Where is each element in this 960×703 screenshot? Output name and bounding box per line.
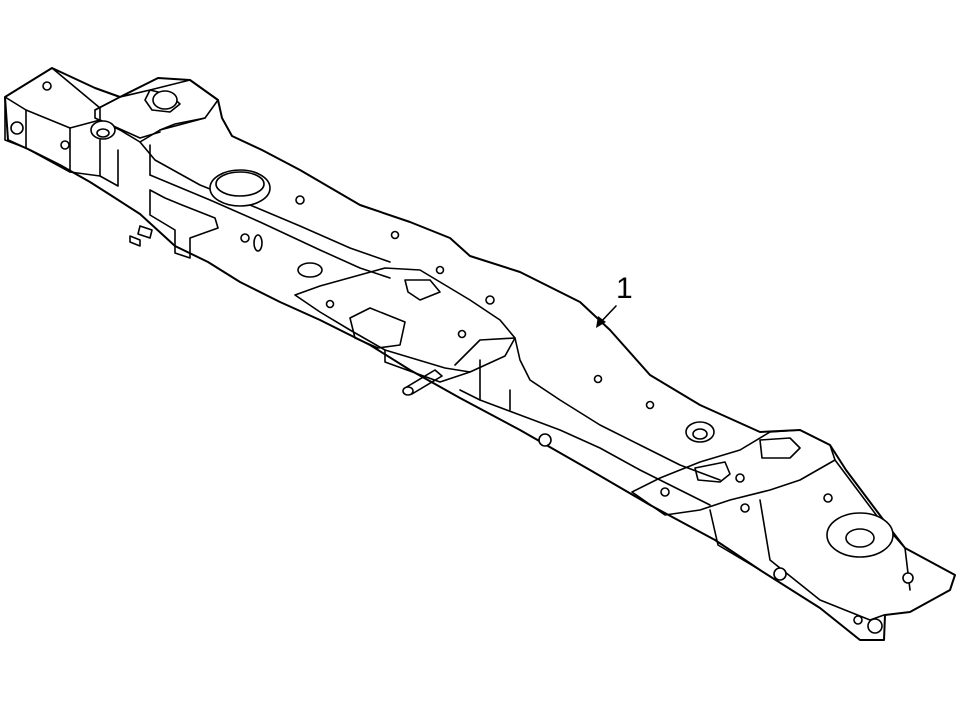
part-callout: 1 — [596, 272, 633, 328]
leader-arrowhead — [596, 316, 606, 328]
part-callout-number: 1 — [616, 272, 633, 305]
crossmember-body — [4, 67, 956, 641]
large-holes — [90, 90, 894, 558]
small-holes — [10, 81, 914, 634]
